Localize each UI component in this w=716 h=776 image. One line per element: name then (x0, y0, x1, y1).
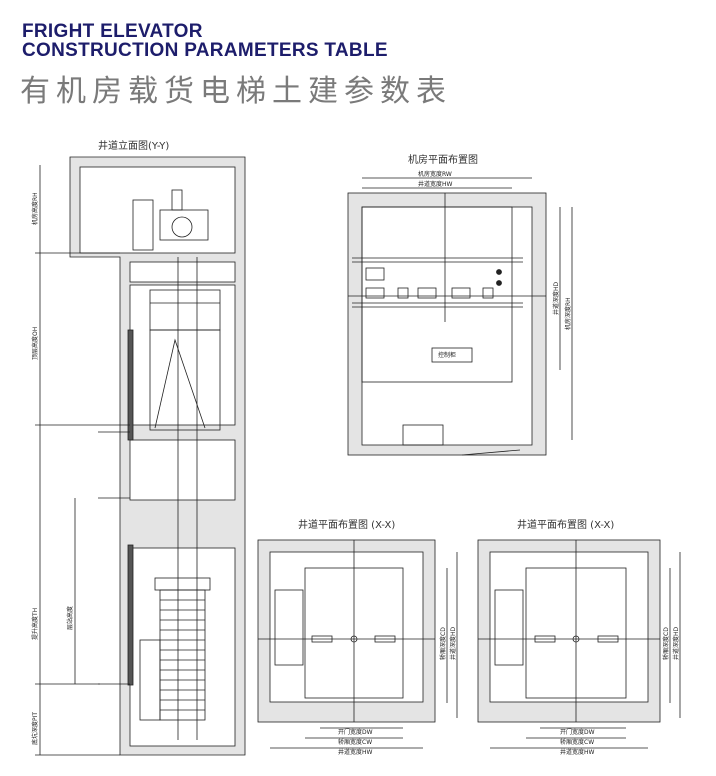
label-hw-right: 井道宽度HW (560, 748, 595, 756)
label-cd-right: 轿厢深度CD (662, 627, 670, 660)
label-floor: 层站高度 (66, 606, 74, 630)
elevation-drawing: 机房高度RH 顶层高度OH 提升高度TH 层站高度 底坑深度PIT (31, 156, 246, 756)
elevation-title: 井道立面图(Y-Y) (98, 141, 170, 152)
hoistway-left-title: 井道平面布置图 (X-X) (298, 520, 396, 531)
label-dw-left: 开门宽度DW (338, 728, 373, 736)
label-panel: 控制柜 (438, 351, 456, 359)
label-oh: 顶层高度OH (31, 327, 39, 360)
label-hd: 井道深度HD (552, 281, 560, 315)
label-th: 提升高度TH (31, 608, 39, 640)
label-hd-left: 井道深度HD (449, 626, 457, 660)
machine-room-title: 机房平面布置图 (408, 155, 478, 166)
label-rd: 机房深度RH (564, 297, 572, 330)
title-chinese: 有机房载货电梯土建参数表 (20, 74, 452, 109)
label-cd-left: 轿厢深度CD (439, 627, 447, 660)
label-hw: 井道宽度HW (418, 180, 453, 188)
hoistway-left-drawing: 开门宽度DW 轿厢宽度CW 井道宽度HW 轿厢深度CD 井道深度HD (257, 539, 458, 756)
label-cw-left: 轿厢宽度CW (338, 738, 372, 746)
label-hw-left: 井道宽度HW (338, 748, 373, 756)
title-english-line1: FRIGHT ELEVATOR (22, 21, 203, 42)
label-rh: 机房高度RH (31, 192, 39, 225)
machine-room-drawing: 控制柜 机房宽度RW 井道宽度HW 井道深度HD 机房深度RH (347, 170, 573, 456)
label-pit: 底坑深度PIT (31, 712, 39, 745)
label-dw-right: 开门宽度DW (560, 728, 595, 736)
label-cw-right: 轿厢宽度CW (560, 738, 594, 746)
hoistway-right-title: 井道平面布置图 (X-X) (517, 520, 615, 531)
hoistway-right-drawing: 开门宽度DW 轿厢宽度CW 井道宽度HW 轿厢深度CD 井道深度HD (477, 539, 681, 756)
title-english-line2: CONSTRUCTION PARAMETERS TABLE (22, 40, 388, 61)
label-hd-right: 井道深度HD (672, 626, 680, 660)
label-rw: 机房宽度RW (418, 170, 452, 178)
